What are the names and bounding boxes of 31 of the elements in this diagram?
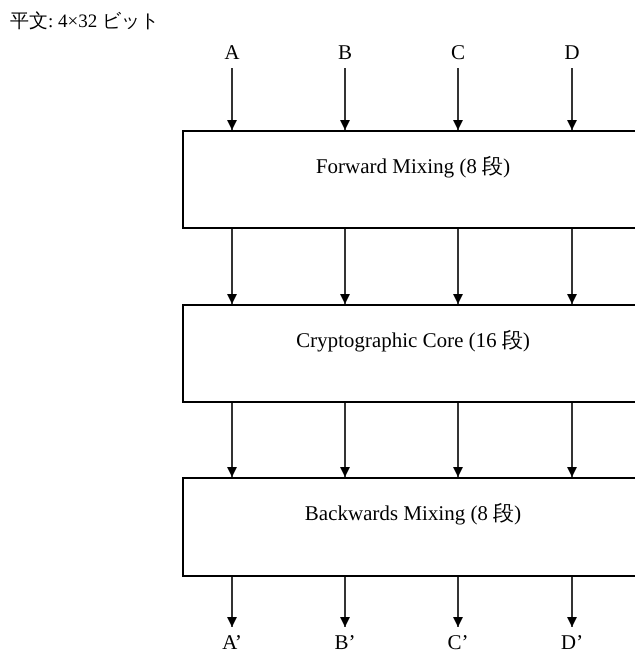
arrow [567,228,577,304]
process-box [182,304,635,403]
arrow [340,402,350,477]
arrow [340,576,350,627]
arrow [227,402,237,477]
word-label: C’ [438,630,478,654]
process-box [182,477,635,577]
word-label: A [212,40,252,64]
arrow [567,68,577,130]
process-box [182,130,635,229]
arrow [340,68,350,130]
arrow [453,228,463,304]
arrow [453,576,463,627]
arrow [453,402,463,477]
box-label: Cryptographic Core (16 段) [295,327,531,354]
arrow [227,68,237,130]
arrow [453,68,463,130]
arrow [227,576,237,627]
arrow [567,402,577,477]
word-label: C [438,40,478,64]
box-label: Forward Mixing (8 段) [314,153,512,180]
arrow [567,576,577,627]
word-label: D’ [552,630,592,654]
box-label: Backwards Mixing (8 段) [304,500,522,527]
arrow [227,228,237,304]
word-label: D [552,40,592,64]
word-label: A’ [212,630,252,654]
heading: 平文: 4×32 ビット [10,10,159,34]
word-label: B’ [325,630,365,654]
word-label: B [325,40,365,64]
arrow [340,228,350,304]
